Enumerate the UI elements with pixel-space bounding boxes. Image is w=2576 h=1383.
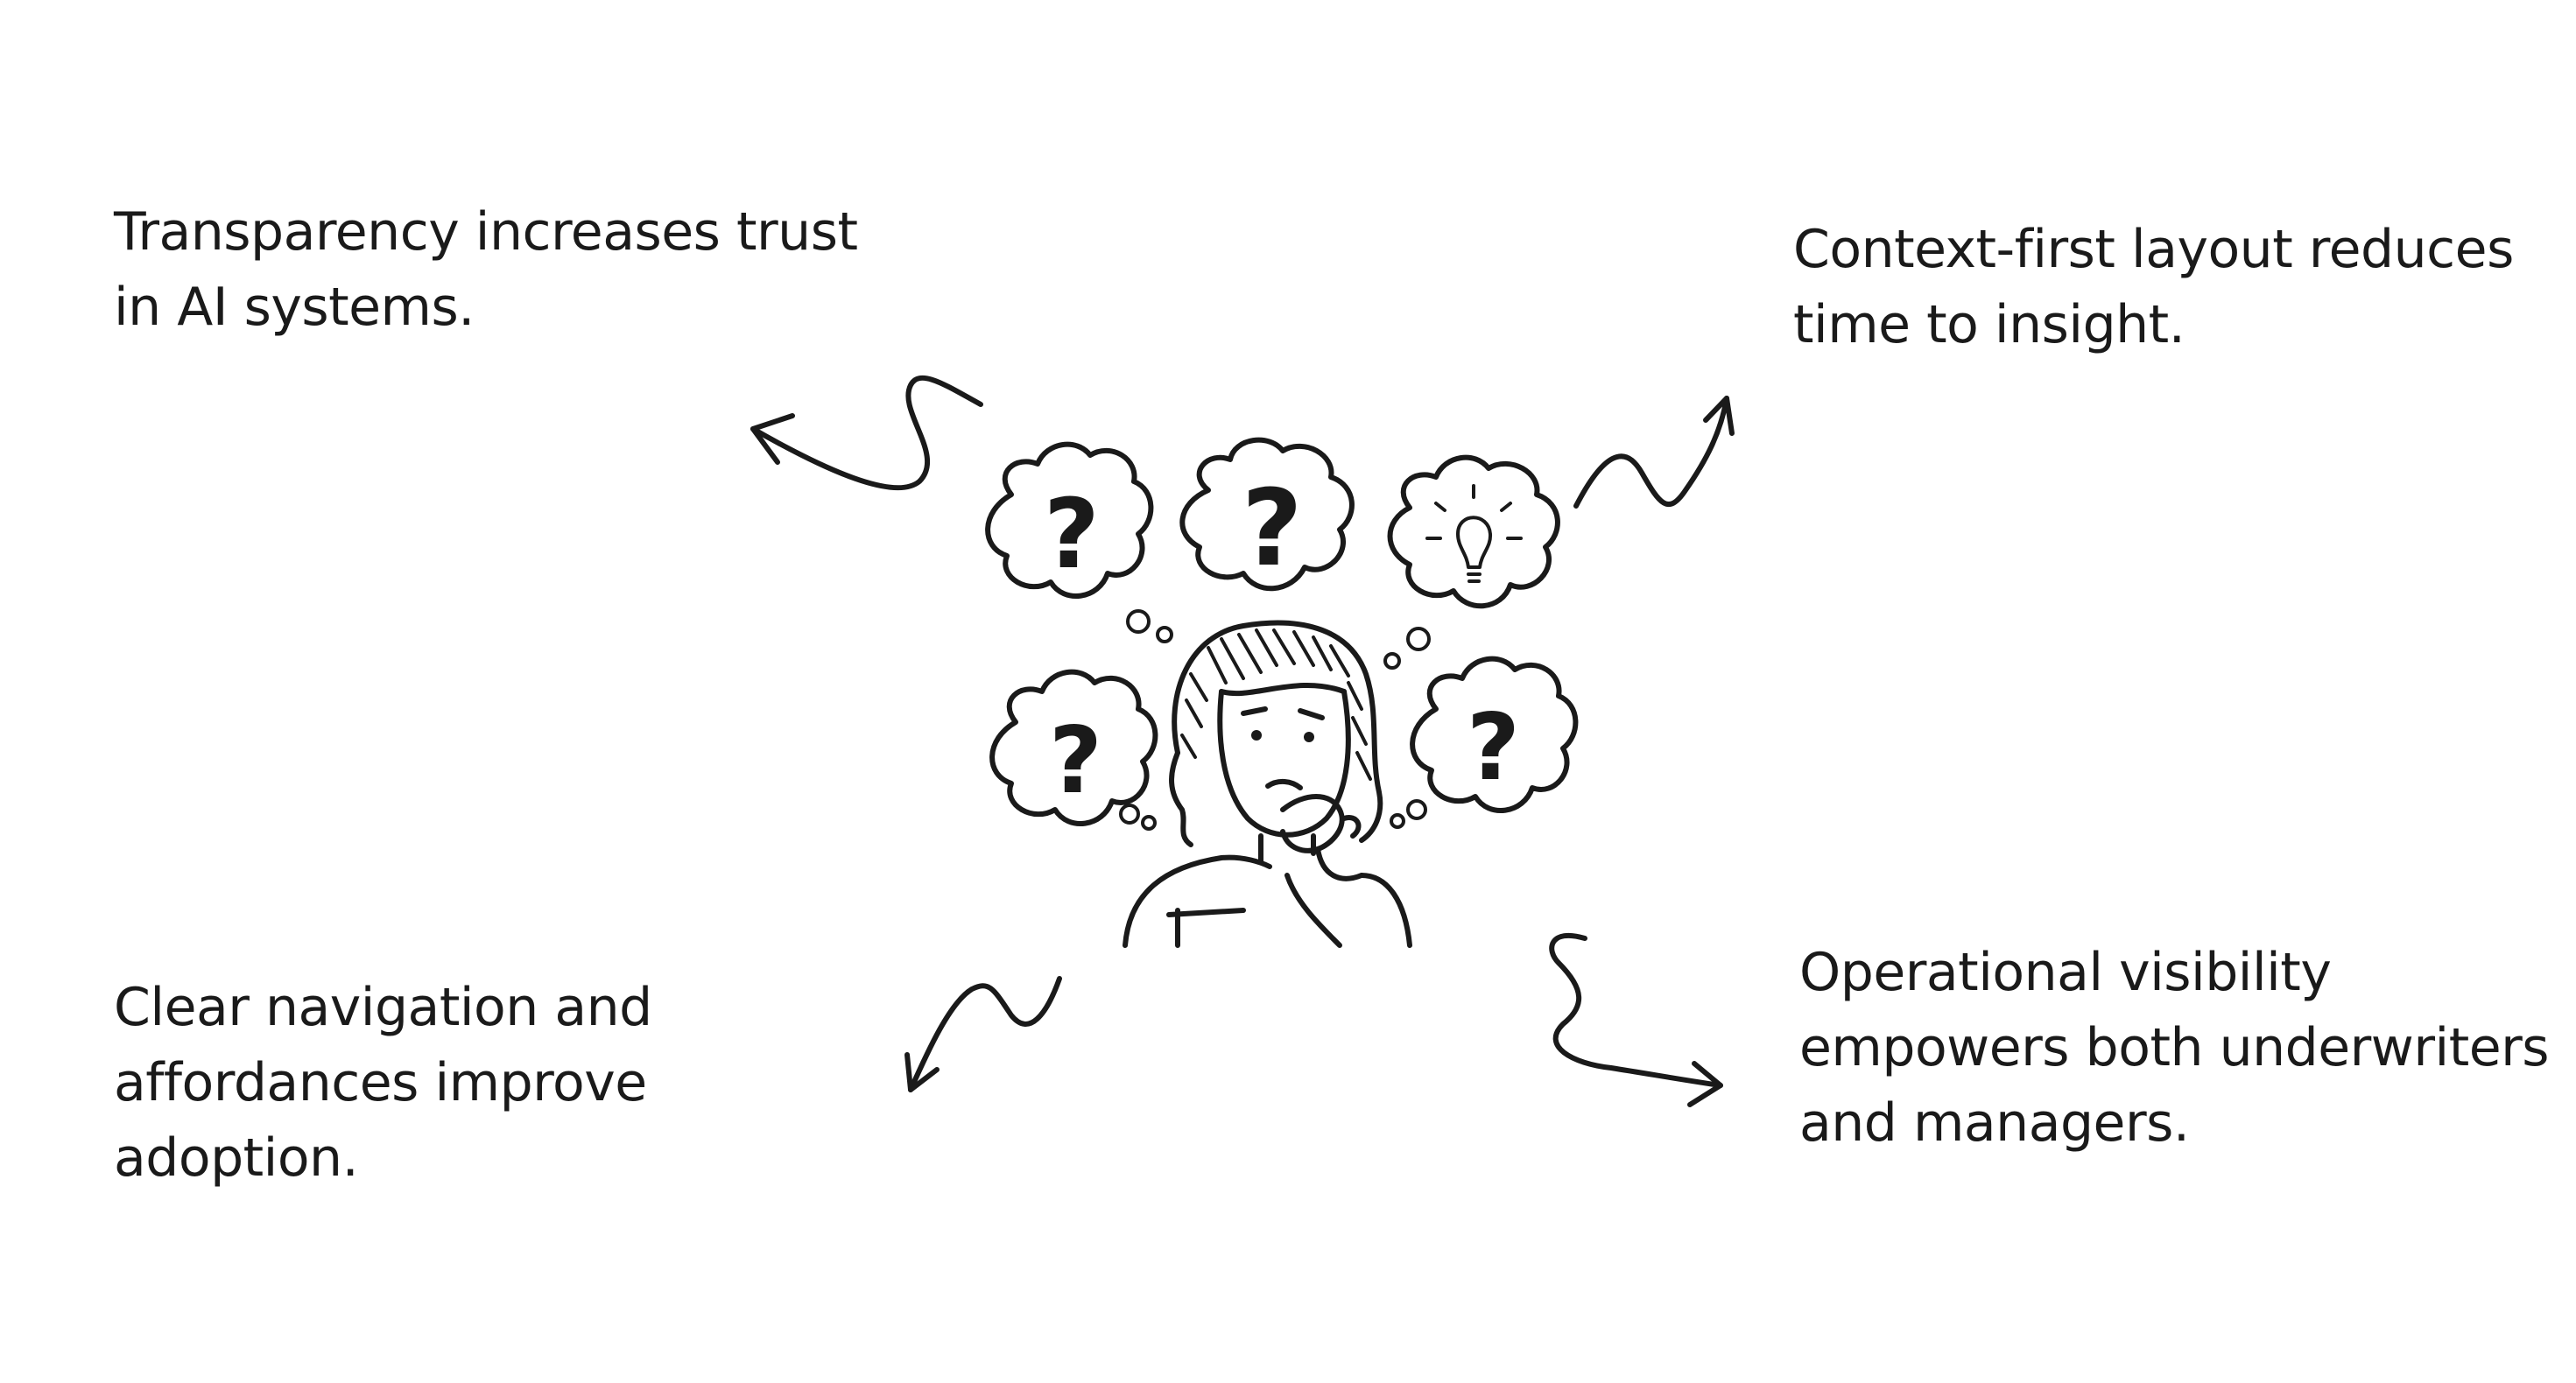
question-mark-icon: ? [1044, 478, 1100, 590]
thought-bubble-question-3: ? [989, 669, 1158, 831]
insight-line: affordances improve [114, 1052, 647, 1113]
question-mark-icon: ? [1467, 694, 1520, 801]
arrow-top-right-icon [1573, 396, 1735, 509]
insight-line: in AI systems. [114, 277, 475, 338]
question-mark-icon: ? [1049, 707, 1102, 814]
insight-line: and managers. [1799, 1092, 2190, 1154]
question-mark-icon: ? [1242, 468, 1303, 590]
insight-line: Transparency increases trust [114, 201, 858, 263]
insight-operational-visibility: Operational visibility empowers both und… [1799, 935, 2550, 1161]
insight-line: time to insight. [1793, 294, 2185, 355]
thought-bubble-question-1: ? [985, 441, 1173, 643]
insight-transparency-trust: Transparency increases trust in AI syste… [114, 194, 858, 345]
insight-line: Clear navigation and [114, 977, 652, 1038]
arrow-bottom-left-icon [904, 976, 1062, 1092]
insight-line: Context-first layout reduces [1793, 219, 2514, 280]
thought-bubble-lightbulb [1383, 454, 1560, 670]
thinking-person-icon [1123, 620, 1412, 948]
arrow-bottom-right-icon [1549, 932, 1723, 1107]
insight-line: adoption. [114, 1127, 359, 1189]
insight-line: empowers both underwriters [1799, 1017, 2550, 1078]
lightbulb-icon [1425, 484, 1523, 583]
arrow-top-left-icon [750, 375, 983, 491]
insight-clear-navigation: Clear navigation and affordances improve… [114, 970, 652, 1196]
insight-line: Operational visibility [1799, 942, 2332, 1003]
thought-bubble-question-4: ? [1390, 656, 1579, 829]
thought-bubble-question-2: ? [1179, 437, 1355, 592]
insight-context-first-layout: Context-first layout reduces time to ins… [1793, 212, 2514, 362]
